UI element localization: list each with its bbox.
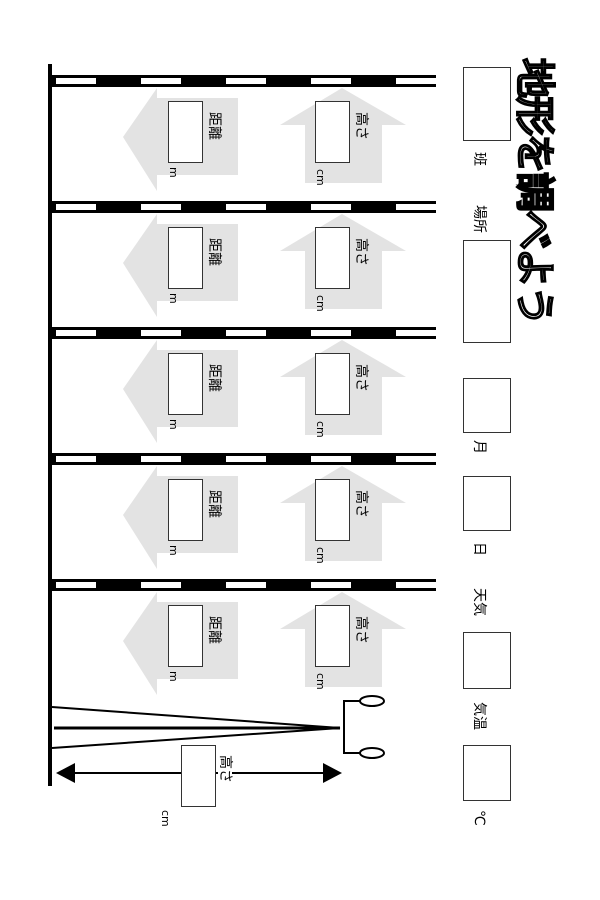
strip-dash — [226, 582, 266, 588]
distance-label: 距離 — [206, 112, 222, 140]
strip-dash — [141, 330, 181, 336]
height-label: 高さ — [353, 490, 369, 518]
distance-unit: m — [167, 419, 180, 430]
height-label: 高さ — [353, 616, 369, 644]
group-input-box[interactable] — [463, 67, 511, 141]
strip-dash — [56, 78, 96, 84]
place-label: 場所 — [471, 205, 487, 233]
strip-dash — [141, 456, 181, 462]
arrowhead-left — [56, 763, 75, 783]
height-label: 高さ — [353, 364, 369, 392]
strip-dash — [311, 456, 351, 462]
strip-dash — [396, 582, 436, 588]
sight-line-upper — [51, 706, 341, 729]
distance-unit: m — [167, 293, 180, 304]
strip-dash — [311, 330, 351, 336]
distance-label: 距離 — [206, 616, 222, 644]
strip-dash — [396, 78, 436, 84]
strip-dash — [141, 204, 181, 210]
strip-dash — [311, 582, 351, 588]
strip-dash — [56, 204, 96, 210]
measure-strip — [52, 579, 436, 591]
strip-dash — [226, 78, 266, 84]
temperature-input-box[interactable] — [463, 745, 511, 801]
strip-dash — [56, 330, 96, 336]
place-input-box[interactable] — [463, 240, 511, 343]
height-label: 高さ — [353, 238, 369, 266]
height-unit: cm — [314, 673, 327, 690]
instrument-height-label: 高さ — [217, 755, 233, 783]
strip-dash — [396, 204, 436, 210]
distance-label: 距離 — [206, 364, 222, 392]
measure-strip — [52, 453, 436, 465]
height-input-box[interactable] — [315, 479, 350, 541]
strip-dash — [396, 456, 436, 462]
height-label: 高さ — [353, 112, 369, 140]
height-input-box[interactable] — [315, 227, 350, 289]
strip-dash — [311, 78, 351, 84]
instrument-height-box[interactable] — [181, 745, 216, 807]
strip-dash — [141, 582, 181, 588]
strip-dash — [56, 456, 96, 462]
ground-line — [48, 64, 52, 786]
temperature-unit: ℃ — [471, 810, 487, 826]
distance-input-box[interactable] — [168, 227, 203, 289]
temperature-label: 気温 — [471, 702, 487, 730]
measure-strip — [52, 201, 436, 213]
weather-input-box[interactable] — [463, 632, 511, 689]
strip-dash — [56, 582, 96, 588]
height-unit: cm — [314, 421, 327, 438]
worksheet-title: 地形を調べよう — [510, 57, 558, 325]
distance-unit: m — [167, 671, 180, 682]
month-input-box[interactable] — [463, 378, 511, 433]
height-unit: cm — [314, 547, 327, 564]
instrument-bracket — [343, 700, 372, 754]
distance-unit: m — [167, 545, 180, 556]
height-input-box[interactable] — [315, 101, 350, 163]
strip-dash — [311, 204, 351, 210]
measure-strip — [52, 75, 436, 87]
strip-dash — [141, 78, 181, 84]
arrowhead-right — [323, 763, 342, 783]
instrument-diagram — [51, 695, 385, 783]
measure-strip — [52, 327, 436, 339]
height-unit: cm — [314, 169, 327, 186]
distance-input-box[interactable] — [168, 479, 203, 541]
distance-input-box[interactable] — [168, 605, 203, 667]
height-unit: cm — [314, 295, 327, 312]
weather-label: 天気 — [471, 588, 487, 616]
strip-dash — [396, 330, 436, 336]
distance-unit: m — [167, 167, 180, 178]
height-input-box[interactable] — [315, 605, 350, 667]
distance-input-box[interactable] — [168, 101, 203, 163]
sight-line-lower — [51, 727, 341, 749]
distance-label: 距離 — [206, 490, 222, 518]
day-input-box[interactable] — [463, 476, 511, 531]
eyepiece-lower — [359, 747, 385, 759]
height-input-box[interactable] — [315, 353, 350, 415]
distance-label: 距離 — [206, 238, 222, 266]
instrument-height-unit: cm — [159, 810, 172, 827]
group-label: 班 — [471, 152, 487, 166]
strip-dash — [226, 330, 266, 336]
day-label: 日 — [471, 542, 487, 556]
strip-dash — [226, 456, 266, 462]
eyepiece-upper — [359, 695, 385, 707]
strip-dash — [226, 204, 266, 210]
distance-input-box[interactable] — [168, 353, 203, 415]
month-label: 月 — [471, 440, 487, 454]
